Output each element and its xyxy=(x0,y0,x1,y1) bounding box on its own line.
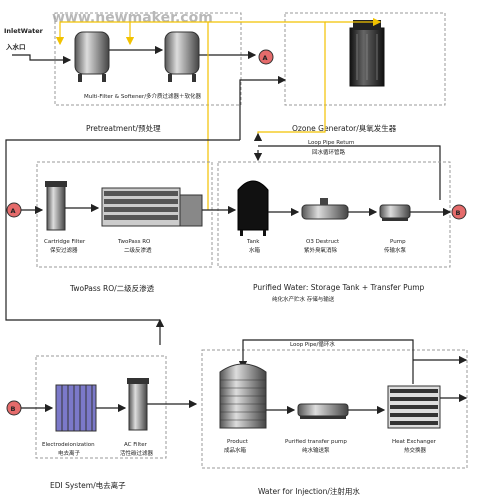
loop-return-line xyxy=(258,145,441,200)
transfer-pump xyxy=(379,204,411,221)
loop-return-label-cn: 回水循环管路 xyxy=(312,148,346,156)
ac-label-en: AC Filter xyxy=(124,442,148,448)
wfi-title: Water for Injection/注射用水 xyxy=(258,486,360,496)
edi-label-cn: 电去离子 xyxy=(58,449,81,457)
storage-title-en: Purified Water: Storage Tank + Transfer … xyxy=(253,283,425,292)
hx-label-cn: 热交换器 xyxy=(404,446,427,454)
transfer-pump-label-en: Purified transfer pump xyxy=(285,439,347,445)
ozone-box xyxy=(284,12,446,106)
edi-label-en: Electrodeionization xyxy=(42,442,95,448)
purified-transfer-pump xyxy=(297,403,349,419)
svg-text:B: B xyxy=(456,209,461,217)
svg-text:A: A xyxy=(11,207,16,215)
tank-label-cn: 水箱 xyxy=(249,246,261,254)
edi-title: EDI System/电去离子 xyxy=(50,480,126,490)
heat-exchanger-unit xyxy=(387,385,441,429)
cartridge-label-en: Cartridge Filter xyxy=(44,239,86,245)
loop-return-label-en: Loop Pipe Return xyxy=(308,140,355,146)
hx-label-en: Heat Exchanger xyxy=(392,439,437,445)
edi-stack-unit xyxy=(55,384,97,432)
pump-label-en: Pump xyxy=(390,239,406,245)
connector-b-left: B xyxy=(6,400,22,416)
inlet-flow-line xyxy=(12,54,72,65)
connector-a-left: A xyxy=(6,202,22,218)
product-tank xyxy=(219,363,267,429)
storage-tank xyxy=(237,180,269,236)
transfer-pump-label-cn: 纯水输送泵 xyxy=(302,446,330,454)
pretreatment-equipment-label: Multi-Filter & Softener/多介质过滤器＋软化器 xyxy=(84,92,202,100)
storage-box xyxy=(217,161,451,268)
watermark-text: www.newmaker.com xyxy=(52,10,213,26)
inlet-label: InletWater 入水口 xyxy=(4,27,44,51)
svg-text:A: A xyxy=(263,54,268,62)
multi-filter-vessel xyxy=(74,31,110,82)
pump-label-cn: 传输水泵 xyxy=(384,246,407,254)
two-pass-ro-unit xyxy=(101,187,203,227)
ac-label-cn: 活性碳过滤器 xyxy=(120,449,154,457)
ozone-generator-title: Ozone Generator/臭氧发生器 xyxy=(292,123,397,133)
ro-box xyxy=(36,161,213,268)
connector-b-right: B xyxy=(451,204,467,220)
wfi-loop-label: Loop Pipe/循环水 xyxy=(290,340,335,348)
wfi-box xyxy=(201,349,468,469)
edi-box xyxy=(35,355,167,459)
connector-a-top: A xyxy=(258,49,274,65)
svg-text:入水口: 入水口 xyxy=(5,42,26,51)
tank-label-en: Tank xyxy=(246,239,260,245)
cartridge-filter-unit xyxy=(45,181,67,231)
ro-title: TwoPass RO/二级反渗透 xyxy=(69,283,155,293)
ac-filter-unit xyxy=(127,378,149,431)
edi-feed-line-left xyxy=(5,139,240,321)
pretreatment-box xyxy=(54,12,242,106)
tworo-label-en: TwoPass RO xyxy=(117,239,151,245)
product-label-en: Product xyxy=(227,439,249,445)
o3-label-cn: 紫外臭氧消除 xyxy=(304,246,338,254)
ozone-generator-unit xyxy=(349,20,385,87)
pretreatment-title: Pretreatment/预处理 xyxy=(86,123,161,133)
tworo-label-cn: 二级反渗透 xyxy=(124,246,152,254)
o3-destruct-unit xyxy=(301,198,349,220)
feed-to-ozone xyxy=(239,75,287,140)
storage-title-cn: 纯化水产贮水 存储与输送 xyxy=(272,295,335,303)
cartridge-label-cn: 保安过滤器 xyxy=(50,246,78,254)
svg-text:B: B xyxy=(11,405,16,413)
softener-vessel xyxy=(164,31,200,82)
wfi-loop-line xyxy=(242,339,414,384)
product-label-cn: 成品水箱 xyxy=(224,446,247,454)
o3-label-en: O3 Destruct xyxy=(306,239,340,245)
svg-text:InletWater: InletWater xyxy=(4,27,44,35)
